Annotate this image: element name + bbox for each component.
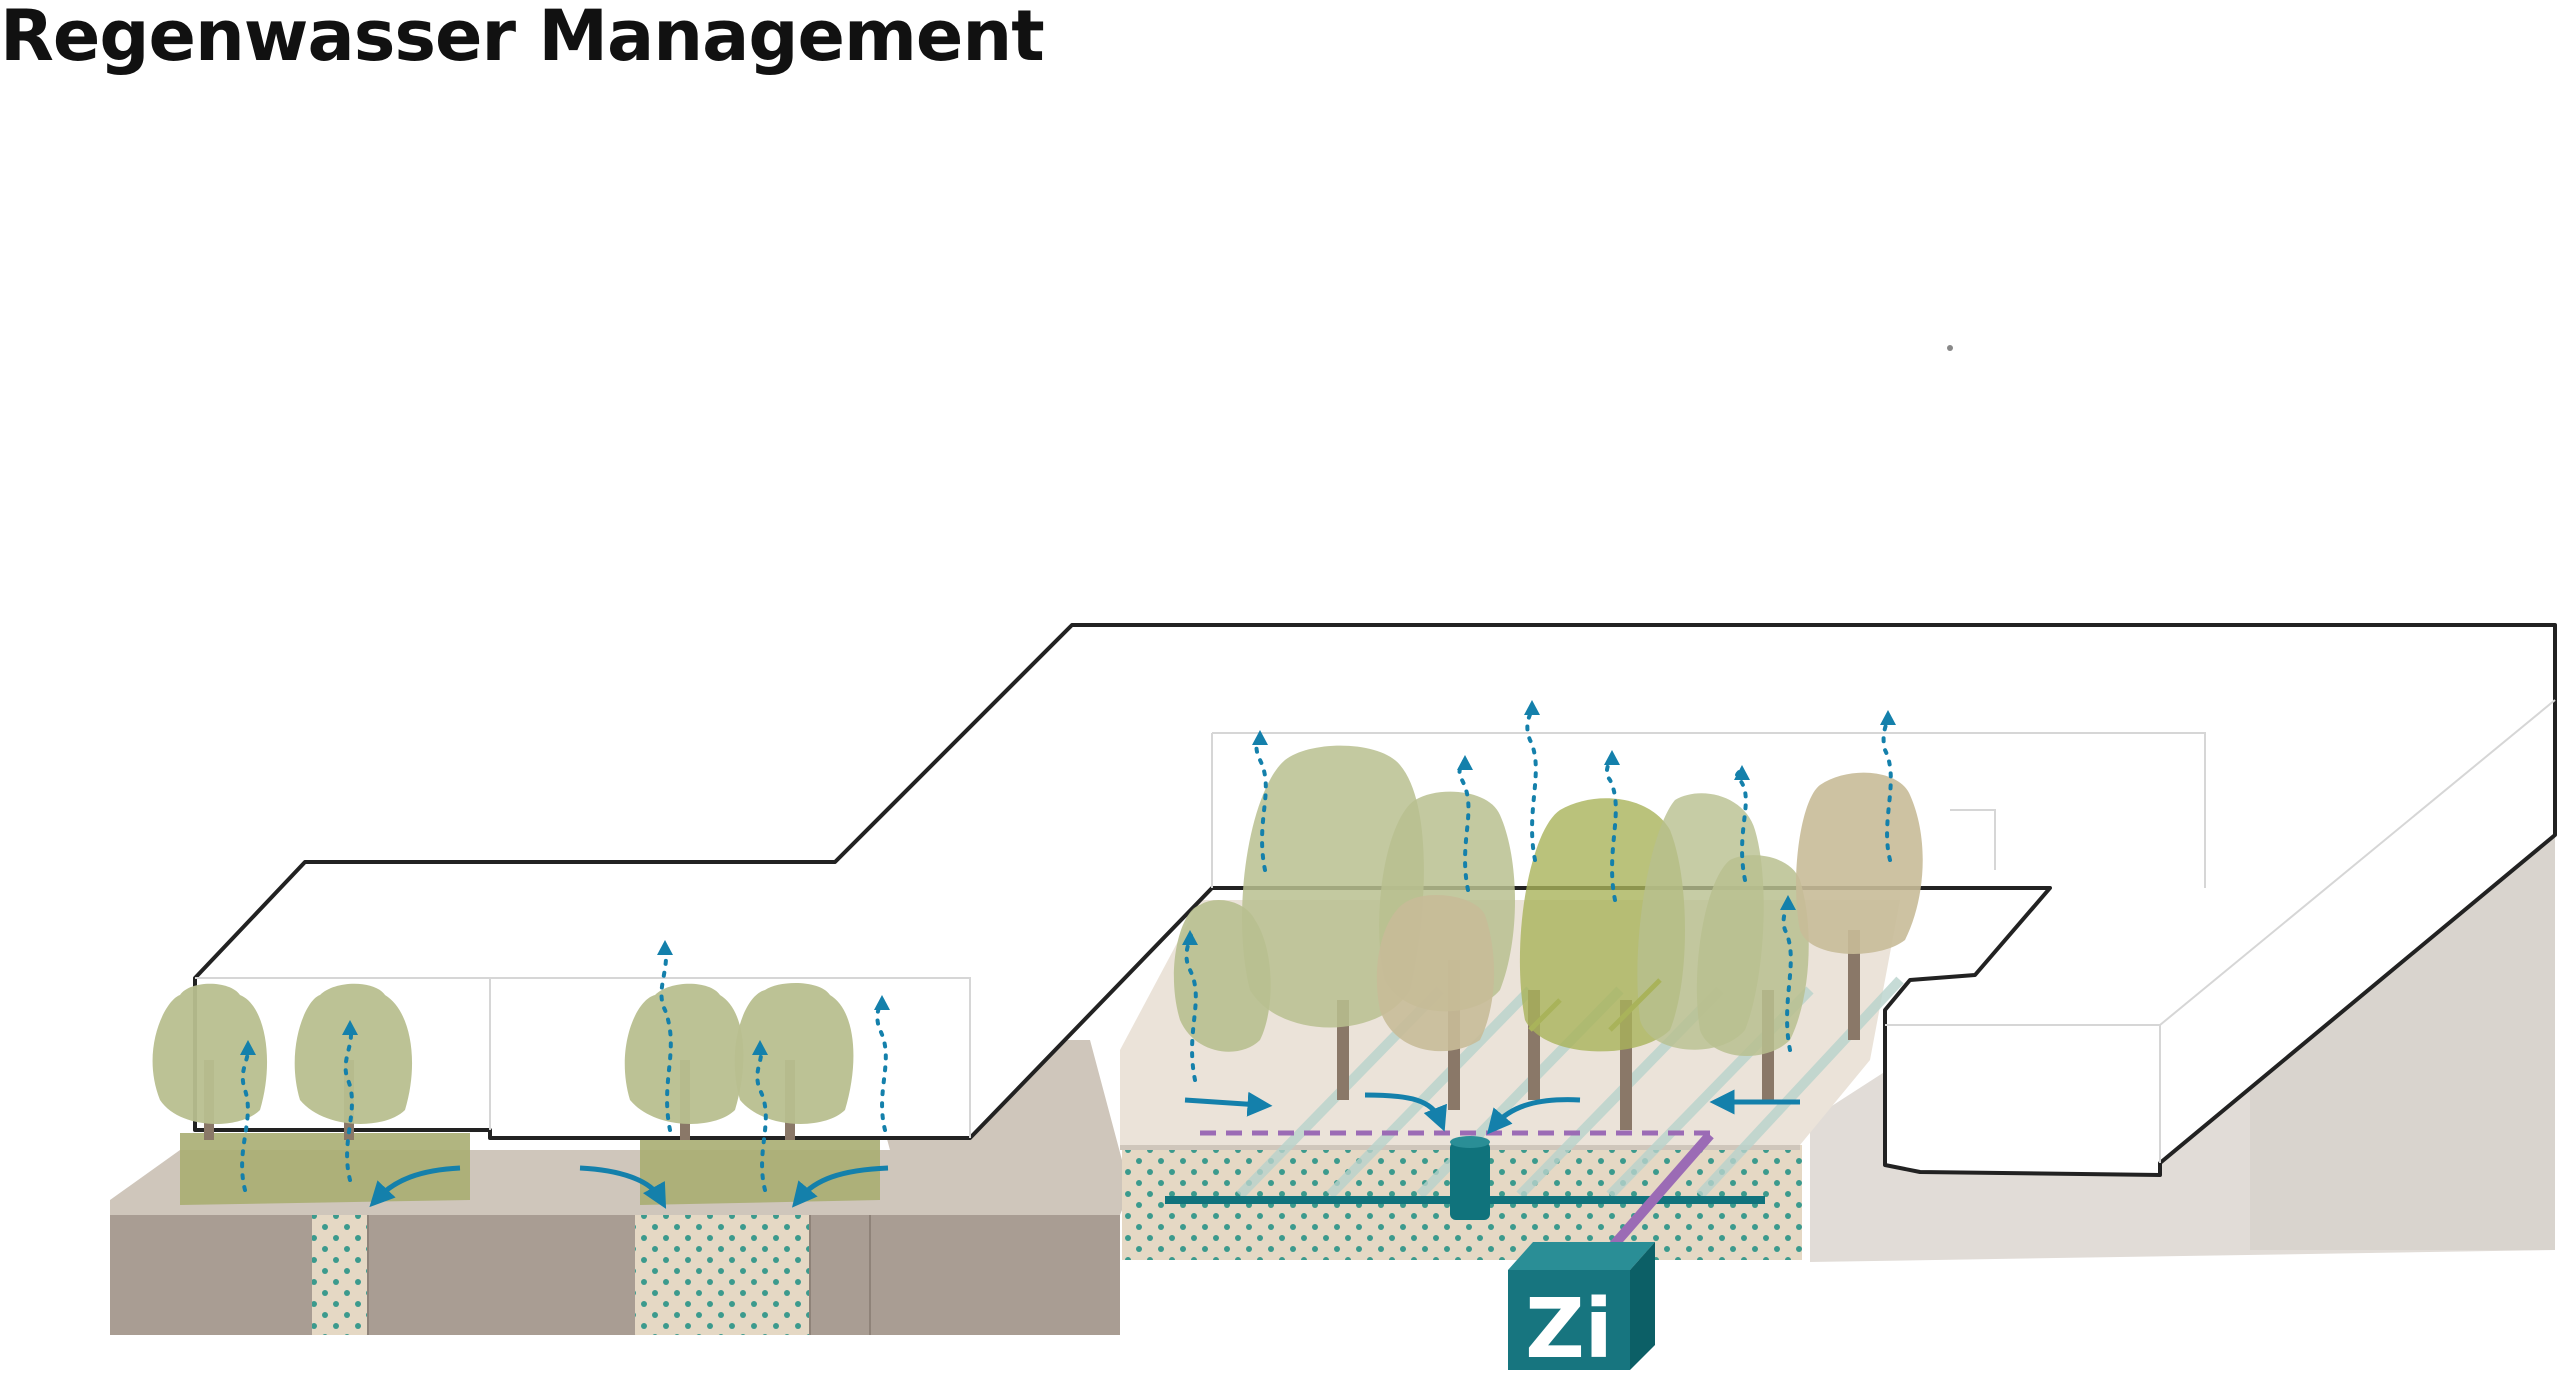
inspection-shaft [1450,1142,1490,1220]
building-inner-lines [195,699,2556,1163]
tree [734,983,854,1124]
page-title: Regenwasser Management [0,0,1045,77]
stray-dot [1947,345,1953,351]
tree [294,983,413,1124]
evaporation-arrows [240,703,1893,1192]
tree [1696,855,1809,1057]
tree-group [152,745,1923,1140]
runoff-arrows [369,1089,1800,1209]
infiltration-arrows [1528,978,1662,1032]
evaporation-arrowheads [240,700,1896,1055]
tree [1376,895,1495,1052]
infiltration-trench-left [312,1215,368,1335]
tree [1796,772,1923,954]
tree [152,983,268,1124]
infiltration-trench-middle [635,1215,810,1335]
purple-connection-pipe [1601,1131,1714,1259]
cistern-box-icon [1508,1242,1655,1370]
tank-label: Zi [1525,1282,1613,1374]
tree [624,983,744,1124]
